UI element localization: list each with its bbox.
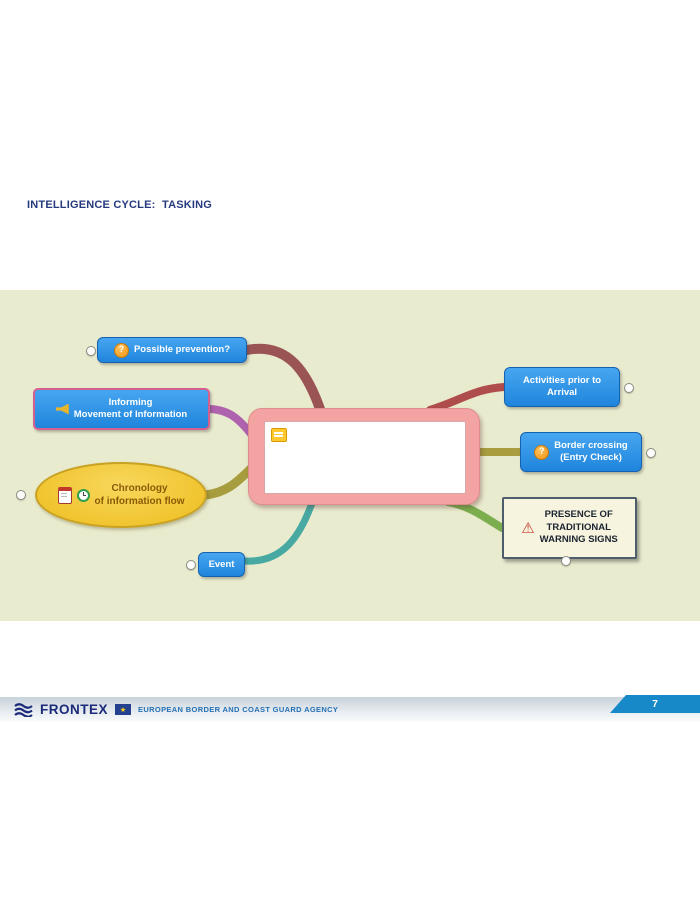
node-event: Event (198, 552, 245, 577)
node-activities-prior-to-arrival: Activities prior to Arrival (504, 367, 620, 407)
node-label: Activities prior to Arrival (522, 375, 602, 398)
agency-name: EUROPEAN BORDER AND COAST GUARD AGENCY (138, 705, 339, 714)
branch-possible-prevention (242, 343, 327, 420)
node-warning-signs: ⚠ PRESENCE OF TRADITIONAL WARNING SIGNS (502, 497, 637, 559)
node-informing: Informing Movement of Information (33, 388, 210, 430)
node-label: Chronology of information flow (94, 483, 185, 507)
branch-event (241, 499, 316, 565)
branch-connector (561, 556, 571, 566)
eu-flag-icon (115, 704, 132, 715)
warning-icon: ⚠ (521, 518, 535, 537)
branch-connector (86, 346, 96, 356)
frontex-waves-icon (14, 702, 33, 717)
branch-warning-signs (444, 498, 506, 532)
footer-branding: FRONTEX EUROPEAN BORDER AND COAST GUARD … (14, 697, 338, 722)
frontex-wordmark: FRONTEX (40, 702, 109, 717)
footer: FRONTEX EUROPEAN BORDER AND COAST GUARD … (0, 697, 700, 722)
page-number: 7 (652, 698, 658, 710)
branch-connector (624, 383, 634, 393)
question-icon: ? (113, 342, 129, 358)
mindmap-canvas: ? Possible prevention? Informing Movemen… (0, 290, 700, 621)
node-label: Border crossing (Entry Check) (554, 440, 628, 463)
branch-connector (646, 448, 656, 458)
branch-activities (426, 383, 508, 414)
megaphone-icon (55, 403, 69, 415)
branch-connector (16, 490, 26, 500)
node-label: Event (208, 558, 235, 570)
node-label: PRESENCE OF TRADITIONAL WARNING SIGNS (539, 509, 618, 546)
slide-title: INTELLIGENCE CYCLE: TASKING (27, 199, 213, 211)
central-topic-content (264, 421, 466, 494)
node-possible-prevention: ? Possible prevention? (97, 337, 247, 363)
central-topic (248, 408, 480, 505)
page-number-tab: 7 (610, 695, 700, 713)
calendar-icon (57, 486, 72, 504)
branch-connector (186, 560, 196, 570)
node-label: Possible prevention? (133, 344, 231, 356)
node-label: Informing Movement of Information (73, 397, 188, 420)
question-icon: ? (534, 444, 550, 460)
note-icon (271, 428, 287, 442)
node-chronology: Chronology of information flow (35, 462, 207, 528)
node-border-crossing: ? Border crossing (Entry Check) (520, 432, 642, 472)
clock-icon (76, 488, 90, 502)
